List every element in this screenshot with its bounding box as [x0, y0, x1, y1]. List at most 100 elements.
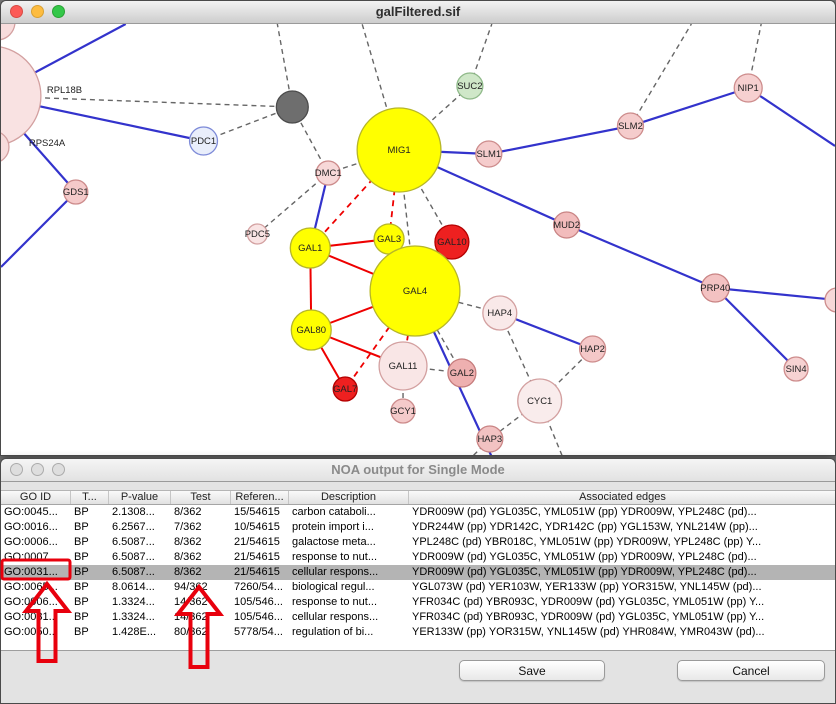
cell-go-id: GO:0065... [4, 581, 58, 593]
node-label-HAP3: HAP3 [477, 434, 502, 445]
node-SIN4[interactable] [783, 356, 809, 382]
column-header-go-id[interactable]: GO ID [1, 491, 71, 504]
noa-window-titlebar[interactable]: NOA output for Single Mode [1, 459, 835, 482]
node-SUC2[interactable] [456, 72, 484, 100]
node-PDC5[interactable] [246, 223, 269, 245]
edge-slm2-border[interactable] [629, 24, 692, 127]
node-MIG1[interactable] [356, 107, 442, 193]
minimize-icon[interactable] [31, 463, 44, 476]
node-SLM1[interactable] [475, 140, 503, 168]
column-header-p-value[interactable]: P-value [109, 491, 171, 504]
node-CYC1[interactable] [517, 378, 563, 424]
cell-test: 80/362 [174, 626, 208, 638]
node-GAL10[interactable] [434, 224, 470, 260]
node-edge_r[interactable] [824, 287, 835, 313]
network-canvas[interactable]: RPL18BRPS24AGDS1PDC1DMC1MIG1SUC2SLM1SLM2… [1, 24, 835, 456]
node-corner[interactable] [1, 24, 16, 41]
node-HAP2[interactable] [578, 335, 607, 363]
node-GAL11[interactable] [378, 341, 428, 391]
cell-associated-edges: YDR009W (pd) YGL035C, YML051W (pp) YDR00… [412, 506, 757, 518]
node-label-PDC1: PDC1 [191, 136, 216, 147]
node-GAL2[interactable] [447, 358, 477, 388]
edge-slm2-nip1[interactable] [630, 86, 749, 128]
cell-type: BP [74, 521, 89, 533]
edge-nip1-border[interactable] [747, 87, 835, 147]
edge-mig1-suc2[interactable] [398, 85, 471, 151]
save-button[interactable]: Save [459, 660, 605, 681]
cancel-button[interactable]: Cancel [677, 660, 825, 681]
minimize-icon[interactable] [31, 5, 44, 18]
edge-gds1-border[interactable] [1, 191, 77, 268]
node-label-MIG1: MIG1 [387, 145, 410, 156]
column-header-reference[interactable]: Referen... [231, 491, 289, 504]
node-label-RPS24A: RPS24A [29, 138, 66, 149]
close-icon[interactable] [10, 463, 23, 476]
cell-type: BP [74, 596, 89, 608]
edge-mud2-prp40[interactable] [566, 223, 716, 290]
column-header-associated-edges[interactable]: Associated edges [409, 491, 835, 504]
node-RPS24A[interactable] [1, 131, 10, 163]
node-GDS1[interactable] [63, 179, 89, 205]
node-HAP4[interactable] [482, 295, 518, 331]
node-HAP3[interactable] [476, 425, 504, 453]
node-MUD2[interactable] [553, 211, 581, 239]
node-label-GAL1: GAL1 [298, 243, 322, 254]
node-label-GAL11: GAL11 [389, 361, 418, 372]
node-GAL1[interactable] [289, 227, 331, 269]
edge-darknode-rpl18b[interactable] [1, 95, 293, 108]
close-icon[interactable] [10, 5, 23, 18]
cell-p-value: 8.0614... [112, 581, 155, 593]
edge-prp40-edge_r[interactable] [715, 286, 835, 301]
cell-test: 8/362 [174, 506, 202, 518]
edge-darknode-pdc1[interactable] [203, 106, 293, 142]
zoom-icon[interactable] [52, 5, 65, 18]
cell-p-value: 6.5087... [112, 566, 155, 578]
cell-reference: 5778/54... [234, 626, 283, 638]
node-GAL80[interactable] [290, 309, 332, 351]
node-darknode[interactable] [275, 90, 309, 124]
node-label-PRP40: PRP40 [700, 283, 730, 294]
cell-reference: 7260/54... [234, 581, 283, 593]
network-window-title: galFiltered.sif [375, 4, 461, 19]
column-header-description[interactable]: Description [289, 491, 409, 504]
node-SLM2[interactable] [616, 112, 645, 140]
edge-slm1-slm2[interactable] [488, 124, 631, 156]
edge-gal4-gal2[interactable] [414, 290, 463, 374]
node-label-GCY1: GCY1 [390, 406, 416, 417]
network-window-titlebar[interactable]: galFiltered.sif [1, 1, 835, 24]
cell-test: 8/362 [174, 551, 202, 563]
node-NIP1[interactable] [733, 73, 763, 103]
node-label-SLM2: SLM2 [618, 121, 643, 132]
edge-cyc1-hap4[interactable] [499, 312, 541, 402]
node-label-SUC2: SUC2 [457, 81, 482, 92]
zoom-icon[interactable] [52, 463, 65, 476]
edge-gal4-gal7[interactable] [344, 290, 416, 390]
cell-associated-edges: YPL248C (pd) YBR018C, YML051W (pp) YDR00… [412, 536, 762, 548]
cell-p-value: 6.5087... [112, 551, 155, 563]
node-DMC1[interactable] [315, 160, 341, 186]
node-GAL7[interactable] [332, 376, 358, 402]
column-header-type[interactable]: T... [71, 491, 109, 504]
cell-associated-edges: YFR034C (pd) YBR093C, YDR009W (pd) YGL03… [412, 611, 765, 623]
column-header-test[interactable]: Test [171, 491, 231, 504]
node-PDC1[interactable] [188, 126, 219, 156]
cell-go-id: GO:0006... [4, 596, 58, 608]
node-RPL18B[interactable] [1, 46, 42, 146]
cell-reference: 21/54615 [234, 536, 280, 548]
node-GAL4[interactable] [369, 245, 461, 337]
edge-prp40-sin4[interactable] [714, 287, 797, 370]
edge-pdc5-dmc1[interactable] [256, 172, 329, 235]
node-PRP40[interactable] [700, 273, 730, 303]
cell-p-value: 6.2567... [112, 521, 155, 533]
node-GCY1[interactable] [390, 398, 416, 424]
